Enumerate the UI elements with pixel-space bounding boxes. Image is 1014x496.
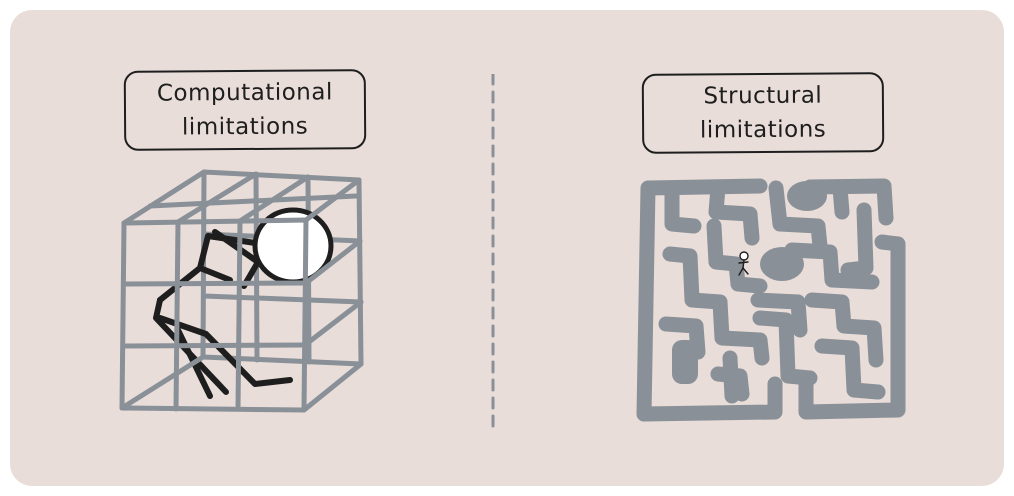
maze-walls <box>636 178 906 422</box>
dashed-divider <box>491 74 495 429</box>
stick-figure-small <box>738 251 749 276</box>
maze-blobs <box>672 181 827 384</box>
cage-front <box>119 169 364 413</box>
